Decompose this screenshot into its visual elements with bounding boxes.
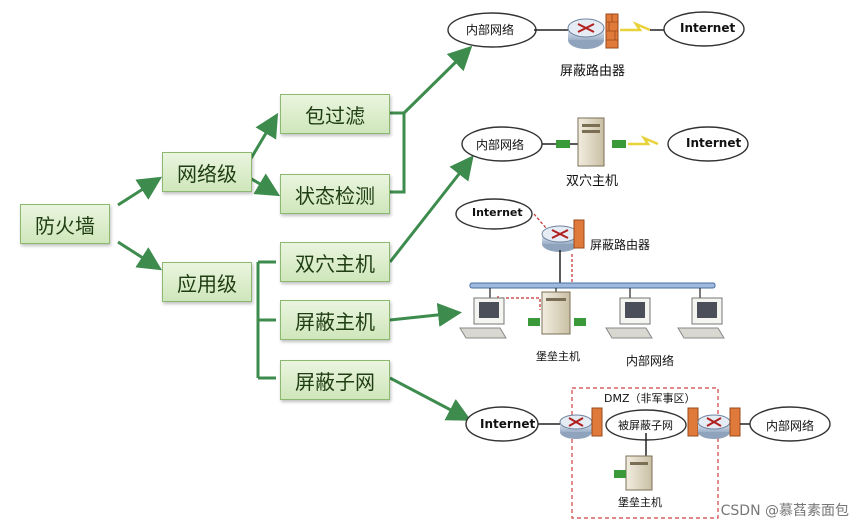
- label-internet: Internet: [480, 417, 536, 431]
- stateful-inspection: 状态检测: [280, 174, 390, 214]
- nic-icon: [612, 140, 626, 148]
- router-icon: [697, 414, 731, 439]
- server-icon: [625, 455, 653, 491]
- server-icon: [541, 291, 571, 335]
- nic-icon: [556, 140, 570, 148]
- diagram-screened-router: [447, 11, 745, 49]
- label-screened-subnet: 被屏蔽子网: [618, 419, 673, 432]
- server-icon: [577, 117, 605, 167]
- dmz-box: [571, 387, 719, 519]
- cloud-icon: [667, 126, 749, 162]
- label-internal-net: 内部网络: [766, 419, 815, 433]
- screened-host: 屏蔽主机: [280, 300, 390, 340]
- router-icon: [559, 414, 593, 439]
- label-dual-homed-host: 双穴主机: [566, 174, 619, 189]
- pc-icon: [605, 297, 653, 339]
- label-internet: Internet: [472, 206, 523, 219]
- firewall-icon: [605, 13, 619, 49]
- label-bastion-host: 堡垒主机: [618, 496, 662, 509]
- firewall-icon: [687, 407, 699, 437]
- packet-filter: 包过滤: [280, 94, 390, 134]
- network-level: 网络级: [162, 152, 252, 192]
- diagram-dual-homed: [461, 117, 749, 167]
- nic-icon: [574, 318, 586, 326]
- tree-connectors: [117, 45, 474, 421]
- watermark: CSDN @慕萏素面包: [720, 503, 849, 519]
- firewall-icon: [573, 219, 585, 249]
- cloud-icon: [663, 11, 745, 47]
- cloud-icon: [749, 406, 831, 442]
- screened-subnet: 屏蔽子网: [280, 360, 390, 400]
- label-internal-net: 内部网络: [466, 23, 515, 37]
- firewall-icon: [591, 407, 603, 437]
- diagram-screened-subnet: [465, 387, 831, 519]
- label-internal-net: 内部网络: [626, 354, 675, 368]
- firewall-icon: [729, 407, 741, 437]
- nic-icon: [614, 470, 626, 478]
- label-dmz: DMZ（非军事区）: [604, 392, 696, 405]
- root-firewall: 防火墙: [20, 204, 110, 244]
- label-internet: Internet: [680, 21, 736, 35]
- pc-icon: [459, 297, 507, 339]
- app-level: 应用级: [162, 262, 252, 302]
- cloud-icon: [455, 198, 533, 230]
- router-icon: [541, 225, 579, 252]
- network-bus: [469, 282, 716, 289]
- dual-homed-host: 双穴主机: [280, 242, 390, 282]
- label-screened-router: 屏蔽路由器: [560, 64, 626, 79]
- diagram-screened-host: [455, 198, 725, 339]
- label-internal-net: 内部网络: [476, 138, 525, 152]
- label-bastion-host: 堡垒主机: [536, 350, 580, 363]
- router-icon: [567, 18, 605, 49]
- label-screened-router: 屏蔽路由器: [590, 238, 651, 252]
- label-internet: Internet: [686, 136, 742, 150]
- nic-icon: [528, 318, 540, 326]
- pc-icon: [677, 297, 725, 339]
